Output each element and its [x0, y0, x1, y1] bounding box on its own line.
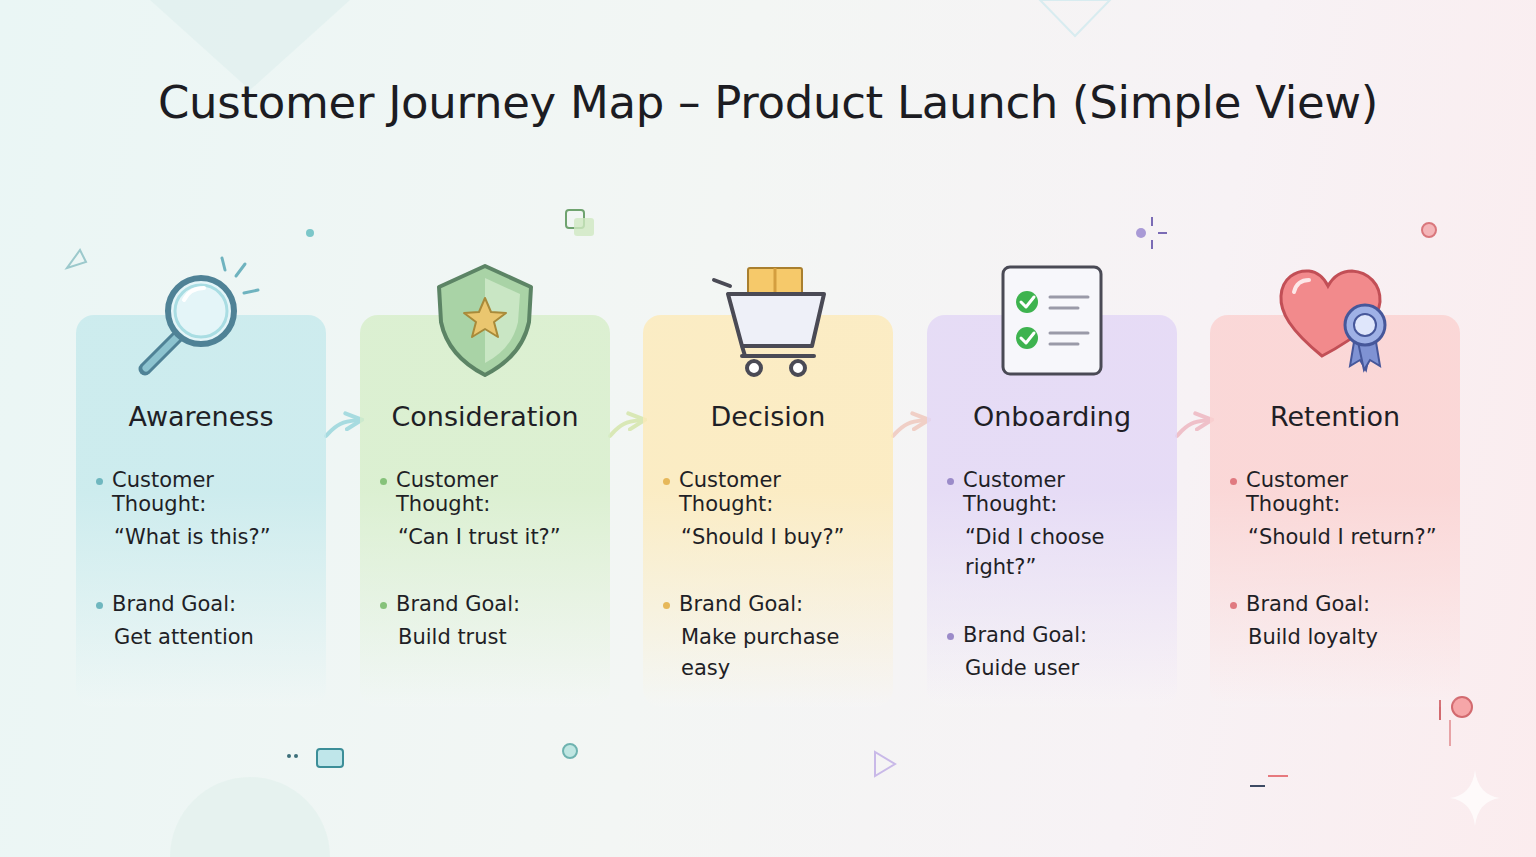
decor-mark: [1158, 232, 1167, 234]
flow-arrow: [326, 420, 360, 436]
decor-mark: [1151, 217, 1153, 226]
stage-heading: Decision: [657, 401, 879, 432]
flow-arrow: [610, 420, 643, 436]
decor-dot: [294, 754, 298, 758]
field-value: Get attention: [94, 622, 312, 652]
field-value: Guide user: [945, 653, 1163, 683]
stage-card: AwarenessCustomer Thought: “What is this?…: [76, 315, 326, 707]
decor-dot: [306, 229, 314, 237]
field-value: “What is this?”: [94, 522, 312, 552]
decor-triangle: [67, 250, 86, 268]
decor-square: [317, 749, 343, 767]
field-label: Customer Thought:: [1228, 468, 1446, 516]
decor-dot: [1422, 223, 1436, 237]
diagram-title: Customer Journey Map – Product Launch (S…: [0, 76, 1536, 129]
cart-icon: [714, 268, 824, 375]
field-value: “Should I return?”: [1228, 522, 1446, 552]
flow-arrow: [1177, 420, 1210, 436]
magnifier-icon: [145, 258, 258, 369]
stage-card: RetentionCustomer Thought: “Should I retu…: [1210, 315, 1460, 707]
field-value: “Did I choose right?”: [945, 522, 1163, 583]
field-value: Make purchase easy: [661, 622, 879, 683]
field-value: Build loyalty: [1228, 622, 1446, 652]
field-label: Customer Thought:: [945, 468, 1163, 516]
stage-heading: Retention: [1224, 401, 1446, 432]
decor-circle: [170, 777, 330, 857]
field-value: “Can I trust it?”: [378, 522, 596, 552]
field-label: Brand Goal:: [94, 592, 312, 616]
field-label: Brand Goal:: [661, 592, 879, 616]
stage-card: OnboardingCustomer Thought: “Did I choose…: [927, 315, 1177, 707]
field-value: Build trust: [378, 622, 596, 652]
shield-icon: [439, 266, 531, 375]
decor-dot: [563, 744, 577, 758]
stage-heading: Consideration: [374, 401, 596, 432]
decor-triangle: [875, 752, 895, 776]
field-label: Customer Thought:: [378, 468, 596, 516]
field-label: Brand Goal:: [945, 623, 1163, 647]
field-label: Brand Goal:: [1228, 592, 1446, 616]
decor-mark: [1268, 775, 1288, 777]
stage-card: ConsiderationCustomer Thought: “Can I tru…: [360, 315, 610, 707]
flow-arrow: [893, 420, 927, 436]
field-label: Brand Goal:: [378, 592, 596, 616]
stage-card: DecisionCustomer Thought: “Should I buy?”…: [643, 315, 893, 707]
decor-mark: [1151, 240, 1153, 249]
stage-heading: Awareness: [90, 401, 312, 432]
decor-triangle: [1040, 0, 1110, 36]
stage-heading: Onboarding: [941, 401, 1163, 432]
decor-dot: [287, 754, 291, 758]
decor-mark: [1449, 720, 1451, 746]
field-label: Customer Thought:: [661, 468, 879, 516]
decor-dot: [1136, 228, 1146, 238]
checklist-icon: [1003, 267, 1101, 374]
heart-award-icon: [1281, 271, 1385, 370]
field-label: Customer Thought:: [94, 468, 312, 516]
decor-square: [574, 218, 594, 236]
field-value: “Should I buy?”: [661, 522, 879, 552]
decor-mark: [1250, 785, 1265, 787]
decor-sparkle: [1450, 770, 1500, 826]
